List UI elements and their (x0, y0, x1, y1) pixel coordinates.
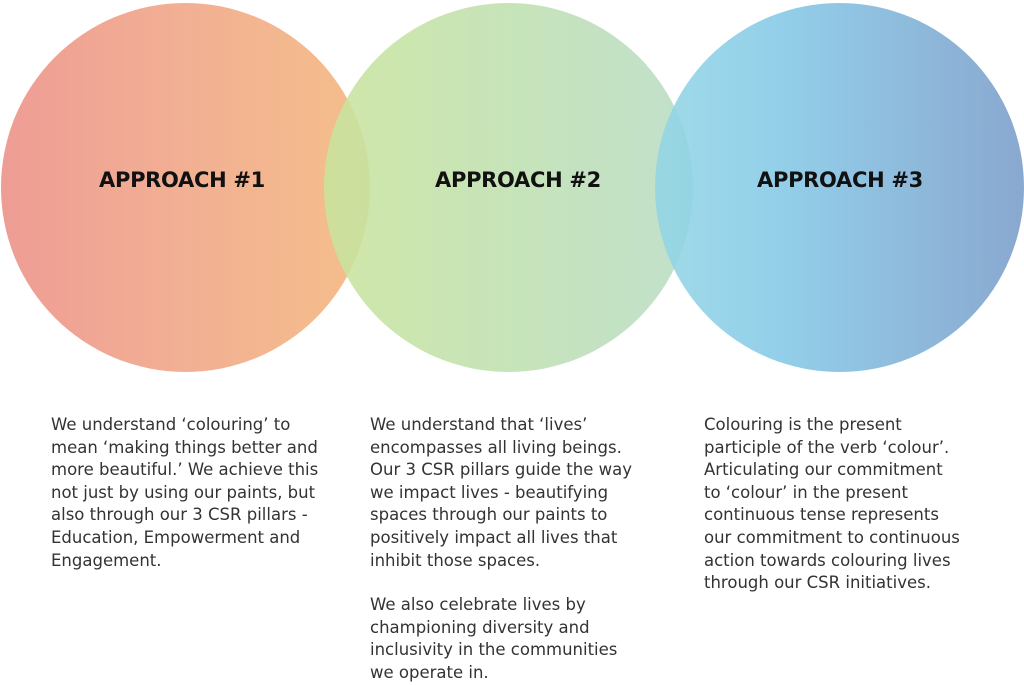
text-line: we impact lives - beautifying (370, 482, 609, 502)
text-line: Articulating our commitment (704, 460, 943, 480)
approach-3-title: APPROACH #3 (757, 168, 923, 192)
approach-1-title: APPROACH #1 (99, 168, 265, 192)
approach-1-circle (1, 3, 370, 372)
text-line: more beautiful.’ We achieve this (51, 460, 319, 480)
text-line: We also celebrate lives by (370, 595, 586, 615)
approach-3-circle (655, 3, 1024, 372)
text-line: championing diversity and (370, 617, 590, 637)
text-line: action towards colouring lives (704, 550, 951, 570)
approach-3-paragraph-1: Colouring is the present participle of t… (704, 414, 984, 595)
text-line: continuous tense represents (704, 505, 939, 525)
text-line: positively impact all lives that (370, 527, 618, 547)
approach-2-circle (324, 3, 693, 372)
text-line: participle of the verb ‘colour’. (704, 437, 950, 457)
text-line: mean ‘making things better and (51, 437, 318, 457)
text-line: our commitment to continuous (704, 527, 960, 547)
text-line: Colouring is the present (704, 415, 902, 434)
text-line: also through our 3 CSR pillars - (51, 505, 308, 525)
text-line: spaces through our paints to (370, 505, 608, 525)
approach-1-description: We understand ‘colouring’ to mean ‘makin… (51, 414, 331, 572)
text-line: Education, Empowerment and (51, 527, 301, 547)
text-line: Our 3 CSR pillars guide the way (370, 460, 632, 480)
text-line: inhibit those spaces. (370, 550, 541, 570)
text-line: we operate in. (370, 662, 489, 682)
approach-1-paragraph-1: We understand ‘colouring’ to mean ‘makin… (51, 414, 331, 572)
text-line: inclusivity in the communities (370, 640, 618, 660)
text-line: to ‘colour’ in the present (704, 482, 908, 502)
approach-2-description: We understand that ‘lives’ encompasses a… (370, 414, 655, 685)
text-line: through our CSR initiatives. (704, 573, 931, 593)
text-line: We understand ‘colouring’ to (51, 415, 291, 434)
approach-2-paragraph-1: We understand that ‘lives’ encompasses a… (370, 414, 655, 572)
text-line: not just by using our paints, but (51, 482, 316, 502)
text-line: encompasses all living beings. (370, 437, 622, 457)
approach-2-title: APPROACH #2 (435, 168, 601, 192)
text-line: Engagement. (51, 550, 162, 570)
approach-3-description: Colouring is the present participle of t… (704, 414, 984, 595)
text-line: We understand that ‘lives’ (370, 415, 588, 434)
approach-2-paragraph-2: We also celebrate lives by championing d… (370, 594, 655, 684)
